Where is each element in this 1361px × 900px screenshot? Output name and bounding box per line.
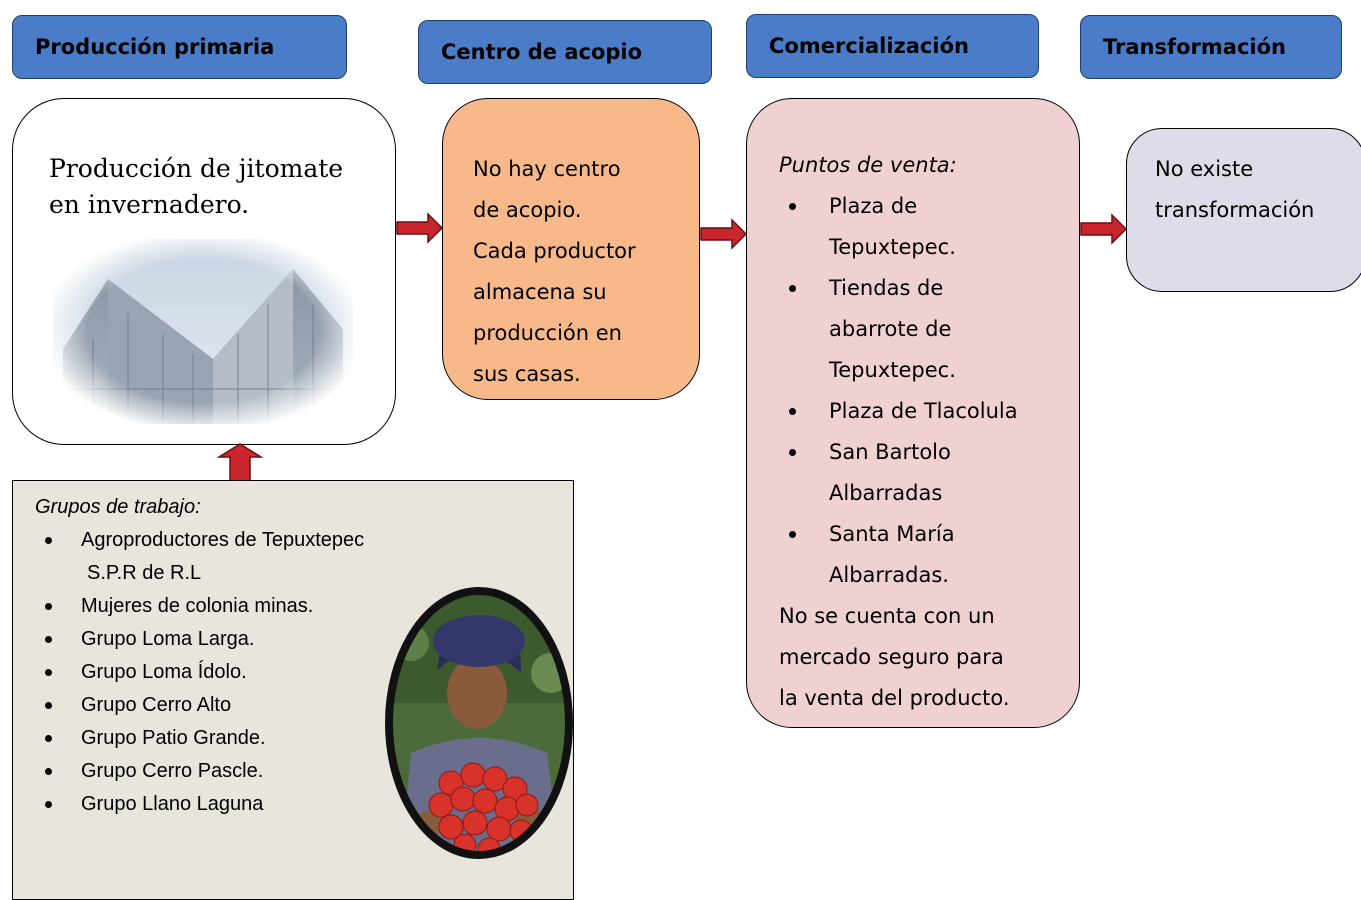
grupos-trabajo-box: Grupos de trabajo: Agroproductores de Te… bbox=[12, 480, 574, 900]
list-item: Plaza de Tlacolula bbox=[779, 391, 1079, 432]
acopio-text: No hay centro de acopio. Cada productor … bbox=[473, 149, 636, 395]
transform-line: transformación bbox=[1155, 198, 1315, 222]
list-item-line: abarrote de bbox=[829, 317, 952, 341]
list-item: Mujeres de colonia minas. bbox=[35, 590, 364, 623]
acopio-line: sus casas. bbox=[473, 362, 581, 386]
header-label: Centro de acopio bbox=[441, 40, 643, 64]
list-item-line: San Bartolo bbox=[829, 440, 951, 464]
list-item: Grupo Loma Ídolo. bbox=[35, 656, 364, 689]
acopio-line: almacena su bbox=[473, 280, 607, 304]
header-centro-acopio: Centro de acopio bbox=[418, 20, 712, 84]
transform-line: No existe bbox=[1155, 157, 1254, 181]
list-item-line: Tiendas de bbox=[829, 276, 944, 300]
list-item-line: Santa María bbox=[829, 522, 955, 546]
header-transformacion: Transformación bbox=[1080, 15, 1342, 79]
grupos-title: Grupos de trabajo: bbox=[35, 496, 201, 518]
header-label: Transformación bbox=[1103, 35, 1286, 59]
list-item-line: S.P.R de R.L bbox=[87, 562, 202, 584]
primary-production-text: Producción de jitomate en invernadero. bbox=[49, 151, 343, 223]
list-item: Grupo Cerro Pascle. bbox=[35, 755, 364, 788]
comercial-footer-line: la venta del producto. bbox=[779, 686, 1010, 710]
grupos-list: Agroproductores de Tepuxtepec S.P.R de R… bbox=[35, 524, 364, 821]
comercializacion-box: Puntos de venta: Plaza de Tepuxtepec. Ti… bbox=[746, 98, 1080, 728]
list-item-line: Agroproductores de Tepuxtepec bbox=[81, 529, 365, 551]
list-item-line: Grupo Llano Laguna bbox=[81, 793, 264, 815]
primary-text-line: Producción de jitomate bbox=[49, 154, 344, 183]
puntos-venta-list: Plaza de Tepuxtepec. Tiendas de abarrote… bbox=[779, 186, 1079, 596]
arrow-right-icon bbox=[700, 218, 748, 250]
list-item-line: Mujeres de colonia minas. bbox=[81, 595, 314, 617]
list-item: Grupo Loma Larga. bbox=[35, 623, 364, 656]
transform-text: No existe transformación bbox=[1155, 149, 1314, 231]
transformacion-box: No existe transformación bbox=[1126, 128, 1361, 292]
list-item-line: Grupo Loma Larga. bbox=[81, 628, 255, 650]
acopio-line: producción en bbox=[473, 321, 622, 345]
list-item-line: Albarradas bbox=[829, 481, 943, 505]
header-label: Producción primaria bbox=[35, 35, 275, 59]
list-item-line: Plaza de Tlacolula bbox=[829, 399, 1018, 423]
arrow-right-icon bbox=[1080, 213, 1128, 245]
list-item: Grupo Cerro Alto bbox=[35, 689, 364, 722]
arrow-up-icon bbox=[217, 443, 263, 483]
puntos-venta-title: Puntos de venta: bbox=[779, 153, 957, 177]
acopio-line: Cada productor bbox=[473, 239, 636, 263]
comercial-content: Puntos de venta: Plaza de Tepuxtepec. Ti… bbox=[779, 145, 1079, 719]
arrow-right-icon bbox=[396, 212, 444, 244]
acopio-box: No hay centro de acopio. Cada productor … bbox=[442, 98, 700, 400]
list-item-line: Albarradas. bbox=[829, 563, 949, 587]
header-comercializacion: Comercialización bbox=[746, 14, 1039, 78]
acopio-line: de acopio. bbox=[473, 198, 582, 222]
primary-text-line: en invernadero. bbox=[49, 190, 250, 219]
list-item-line: Tepuxtepec. bbox=[829, 235, 956, 259]
list-item-line: Grupo Cerro Alto bbox=[81, 694, 232, 716]
acopio-line: No hay centro bbox=[473, 157, 621, 181]
woman-tomatoes-photo bbox=[385, 587, 573, 859]
list-item: Plaza de Tepuxtepec. bbox=[779, 186, 1079, 268]
list-item-line: Tepuxtepec. bbox=[829, 358, 956, 382]
list-item: Santa María Albarradas. bbox=[779, 514, 1079, 596]
header-produccion-primaria: Producción primaria bbox=[12, 15, 347, 79]
list-item: Grupo Patio Grande. bbox=[35, 722, 364, 755]
primary-production-box: Producción de jitomate en invernadero. bbox=[12, 98, 396, 445]
list-item-line: Plaza de bbox=[829, 194, 918, 218]
comercial-footer-line: No se cuenta con un bbox=[779, 604, 995, 628]
greenhouse-image bbox=[53, 239, 353, 424]
list-item-line: Grupo Loma Ídolo. bbox=[81, 661, 247, 683]
grupos-content: Grupos de trabajo: Agroproductores de Te… bbox=[35, 491, 364, 821]
list-item: Agroproductores de Tepuxtepec S.P.R de R… bbox=[35, 524, 364, 590]
list-item-line: Grupo Patio Grande. bbox=[81, 727, 266, 749]
list-item-line: Grupo Cerro Pascle. bbox=[81, 760, 264, 782]
list-item: Grupo Llano Laguna bbox=[35, 788, 364, 821]
header-label: Comercialización bbox=[769, 34, 969, 58]
list-item: Tiendas de abarrote de Tepuxtepec. bbox=[779, 268, 1079, 391]
comercial-footer-line: mercado seguro para bbox=[779, 645, 1004, 669]
list-item: San Bartolo Albarradas bbox=[779, 432, 1079, 514]
